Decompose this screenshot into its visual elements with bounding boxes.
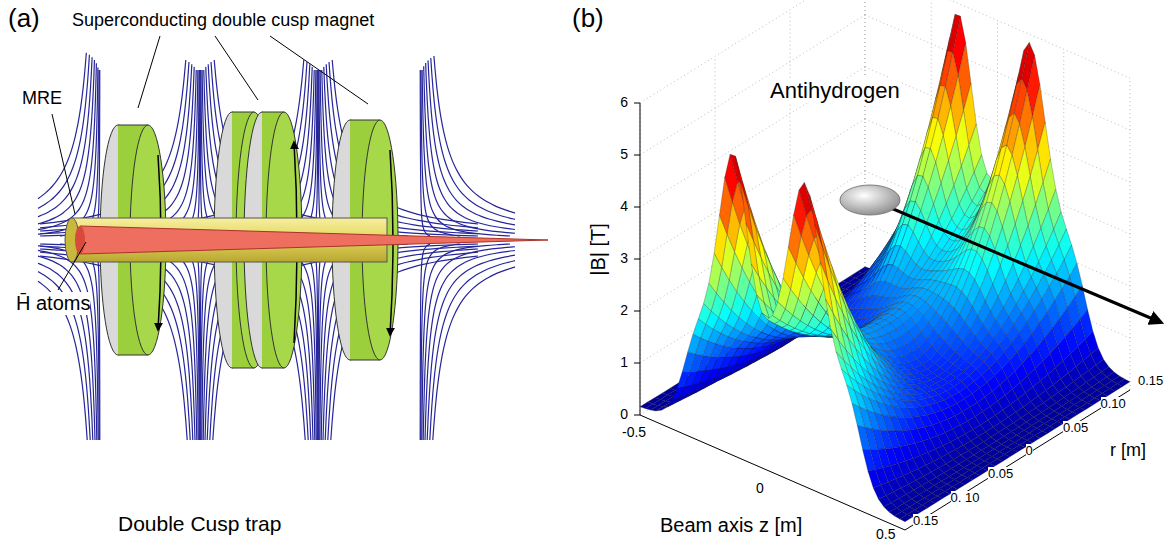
coil-edge	[232, 368, 254, 369]
panel-letter: (b)	[572, 4, 604, 34]
field-line	[38, 55, 89, 209]
grid-line	[1130, 78, 1131, 390]
coil-edge	[118, 125, 148, 126]
field-line	[38, 53, 86, 199]
grid-line	[865, 0, 866, 275]
leader-line	[215, 36, 258, 100]
tick	[634, 103, 640, 104]
axis-title: Beam axis z [m]	[660, 514, 802, 537]
tick	[634, 363, 640, 364]
coil-edge	[262, 368, 284, 369]
field-line	[434, 56, 515, 213]
coil-edge	[350, 120, 380, 121]
field-line	[38, 263, 93, 440]
leader-line	[270, 36, 368, 104]
tick-label: 0.05	[988, 467, 1013, 482]
r-axis	[905, 390, 1130, 530]
surface-cell	[810, 195, 823, 247]
beam-arrow	[872, 200, 1160, 322]
beam-source	[75, 226, 85, 254]
surface-cell	[857, 426, 870, 450]
field-line	[426, 63, 515, 229]
surface-cell	[863, 450, 876, 472]
surface-cell	[868, 470, 881, 488]
grid-line	[865, 0, 1130, 78]
tick-label: 0	[756, 480, 764, 496]
tick-label: 6	[598, 94, 628, 110]
field-line	[428, 60, 515, 224]
grid-line	[865, 171, 1130, 286]
field-line	[422, 70, 510, 236]
leader-lines	[52, 36, 368, 290]
tick-label: 0	[598, 406, 628, 422]
grid-line	[640, 275, 865, 415]
tick-label: 0	[1026, 444, 1033, 459]
field-line	[430, 261, 515, 440]
plot-axes	[634, 103, 1160, 530]
surface-cell	[815, 224, 828, 280]
tick	[634, 259, 640, 260]
tick-label: 0.10	[1101, 397, 1126, 412]
axis-title: |B| [T]	[587, 210, 610, 290]
tick	[634, 155, 640, 156]
panel-letter: (a)	[8, 4, 40, 34]
coil-edge	[118, 355, 148, 356]
field-line	[433, 267, 515, 440]
field-line	[38, 246, 98, 440]
field-line	[425, 251, 515, 440]
tick-label: 1	[598, 354, 628, 370]
surface-cell	[672, 387, 685, 401]
field-line	[423, 247, 515, 440]
grid-line	[865, 0, 866, 275]
tick-label: 0.05	[1063, 421, 1088, 436]
leader-line	[58, 242, 86, 290]
leader-line	[52, 114, 75, 214]
tick-label: 4	[598, 198, 628, 214]
axis-title: r [m]	[1110, 440, 1146, 461]
plot-grid	[640, 0, 1130, 415]
antihydrogen-beam	[80, 226, 548, 254]
grid-line	[640, 223, 865, 363]
surface-cell	[735, 156, 748, 206]
panel-caption: Double Cusp trap	[118, 512, 281, 536]
trap-drawing	[65, 112, 548, 368]
tick	[634, 415, 640, 416]
tick-label: 3	[598, 250, 628, 266]
tick-label: 0. 10	[951, 491, 980, 506]
tick-label: -0.5	[622, 424, 646, 440]
grid-line	[640, 119, 865, 259]
tick-label: 5	[598, 146, 628, 162]
surface-cell	[757, 295, 770, 318]
tick	[634, 207, 640, 208]
surface-cell	[677, 371, 690, 388]
surface-cell	[682, 352, 695, 372]
field-line	[38, 256, 95, 440]
field-line	[38, 60, 94, 224]
coil-edge	[232, 112, 254, 113]
coil-edge	[350, 360, 380, 361]
part-label: H̄ atoms	[16, 292, 90, 315]
surface-cell	[900, 514, 913, 521]
tick-label: 0.15	[913, 514, 938, 529]
tick	[634, 311, 640, 312]
magnet-label: Superconducting double cusp magnet	[72, 10, 374, 31]
leader-line	[138, 36, 160, 108]
surface-cell	[852, 403, 865, 427]
antihydrogen-atom	[840, 185, 900, 215]
z-axis	[640, 415, 905, 530]
part-label: MRE	[22, 88, 62, 109]
field-line	[427, 255, 515, 440]
tick-label: 0.5	[876, 526, 895, 542]
callout-label: Antihydrogen	[770, 78, 900, 103]
coil-edge	[262, 112, 284, 113]
field-line	[431, 58, 515, 219]
tick-label: 0.15	[1138, 374, 1163, 389]
tick-label: 2	[598, 302, 628, 318]
field-surface	[640, 14, 1130, 522]
field-line	[38, 250, 97, 440]
